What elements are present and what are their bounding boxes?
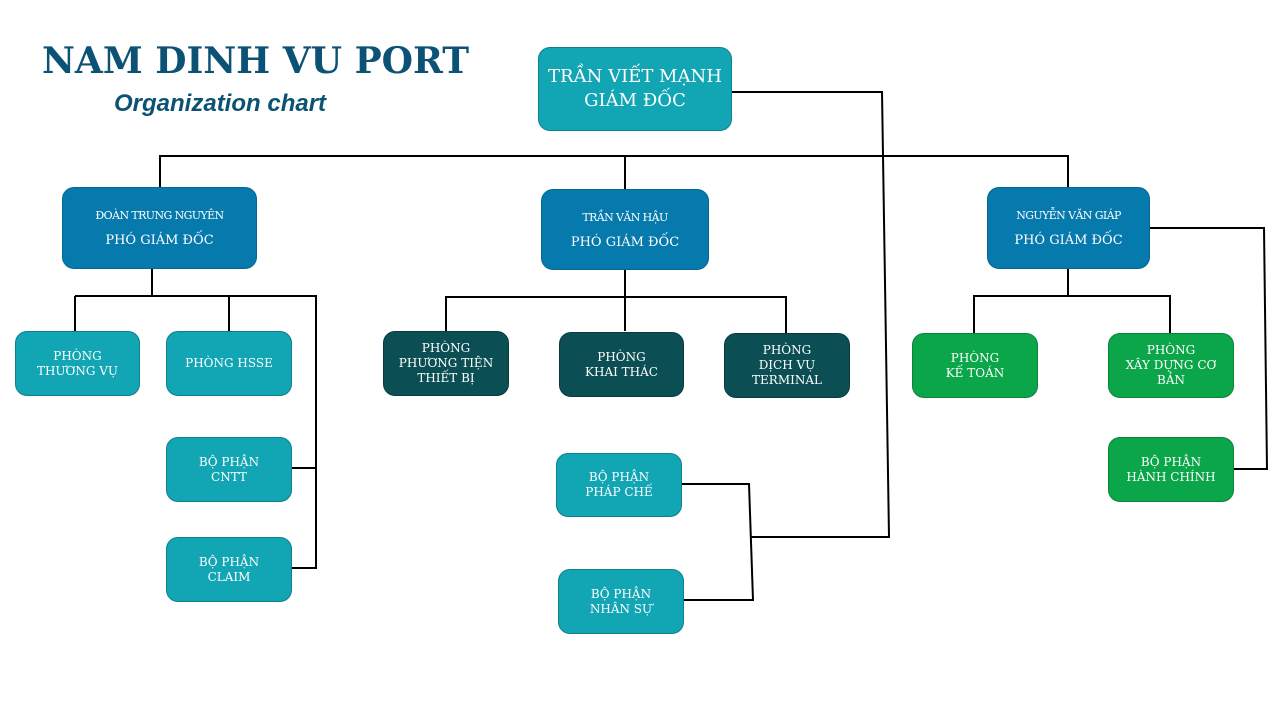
dept-label: XÂY DỰNG CƠ xyxy=(1125,358,1217,372)
dept-hsse: PHÒNG HSSE xyxy=(166,331,292,396)
dept-label: BỘ PHẬN xyxy=(198,554,260,569)
vp-left-name: ĐOÀN TRUNG NGUYÊN xyxy=(95,209,224,222)
dept-label: PHÒNG xyxy=(597,349,646,364)
vp-center-name: TRẦN VĂN HẬU xyxy=(582,210,668,224)
vp-right-name: NGUYỄN VĂN GIÁP xyxy=(1016,209,1121,222)
dept-label: PHÒNG HSSE xyxy=(185,356,273,370)
dept-label: CLAIM xyxy=(207,569,251,584)
chart-title: NAM DINH VU PORT xyxy=(42,40,470,82)
connector-ceo-right xyxy=(732,91,891,538)
ceo-box: TRẦN VIẾT MẠNH GIÁM ĐỐC xyxy=(538,47,732,131)
dept-cntt: BỘ PHẬN CNTT xyxy=(166,437,292,502)
vp-left-role: PHÓ GIÁM ĐỐC xyxy=(105,233,214,248)
dept-nhan-su: BỘ PHẬN NHÂN SỰ xyxy=(558,569,684,634)
dept-ke-toan: PHÒNG KẾ TOÁN xyxy=(912,333,1038,398)
dept-khai-thac: PHÒNG KHAI THÁC xyxy=(559,332,684,397)
dept-label: BỘ PHẬN xyxy=(588,470,650,484)
dept-label: TERMINAL xyxy=(752,373,822,387)
ceo-role: GIÁM ĐỐC xyxy=(584,90,686,111)
dept-label: PHÒNG xyxy=(1146,343,1196,357)
dept-xay-dung: PHÒNG XÂY DỰNG CƠ BẢN xyxy=(1108,333,1234,398)
dept-label: PHÒNG xyxy=(421,341,471,355)
dept-claim: BỘ PHẬN CLAIM xyxy=(166,537,292,602)
dept-phap-che: BỘ PHẬN PHÁP CHẾ xyxy=(556,453,682,517)
dept-label: BỘ PHẬN xyxy=(590,586,652,601)
dept-label: BẢN xyxy=(1157,373,1185,387)
dept-phuong-tien: PHÒNG PHƯƠNG TIỆN THIẾT BỊ xyxy=(383,331,509,396)
dept-label: CNTT xyxy=(211,469,247,484)
chart-subtitle: Organization chart xyxy=(114,90,327,117)
connector-phap-che xyxy=(682,483,755,601)
dept-label: THƯƠNG VỤ xyxy=(36,363,119,378)
dept-dich-vu: PHÒNG DỊCH VỤ TERMINAL xyxy=(724,333,850,398)
connector-right-bus xyxy=(973,295,1171,333)
vp-right-role: PHÓ GIÁM ĐỐC xyxy=(1014,233,1123,248)
connector-left-bus xyxy=(75,295,317,569)
dept-label: PHÒNG xyxy=(762,343,812,357)
dept-label: HÀNH CHÍNH xyxy=(1126,469,1216,484)
connector-top-bus xyxy=(159,155,1069,187)
dept-hanh-chinh: BỘ PHẬN HÀNH CHÍNH xyxy=(1108,437,1234,502)
ceo-name: TRẦN VIẾT MẠNH xyxy=(548,66,722,87)
dept-label: BỘ PHẬN xyxy=(1140,454,1202,469)
dept-label: PHƯƠNG TIỆN xyxy=(398,356,494,370)
dept-label: NHÂN SỰ xyxy=(589,601,653,616)
dept-label: PHÒNG xyxy=(53,348,102,363)
dept-label: PHÁP CHẾ xyxy=(585,485,653,499)
dept-label: KẾ TOÁN xyxy=(945,365,1005,380)
dept-label: BỘ PHẬN xyxy=(198,454,260,469)
dept-thuong-vu: PHÒNG THƯƠNG VỤ xyxy=(15,331,140,396)
dept-label: THIẾT BỊ xyxy=(417,371,475,385)
dept-label: DỊCH VỤ xyxy=(758,358,816,372)
connector-hanh-chinh xyxy=(1150,227,1269,470)
dept-label: PHÒNG xyxy=(950,350,1000,365)
dept-label: KHAI THÁC xyxy=(585,364,658,379)
vp-left-box: ĐOÀN TRUNG NGUYÊN PHÓ GIÁM ĐỐC xyxy=(62,187,257,269)
vp-right-box: NGUYỄN VĂN GIÁP PHÓ GIÁM ĐỐC xyxy=(987,187,1150,269)
vp-center-role: PHÓ GIÁM ĐỐC xyxy=(570,234,680,250)
connector-center-bus xyxy=(445,296,787,333)
vp-center-box: TRẦN VĂN HẬU PHÓ GIÁM ĐỐC xyxy=(541,189,709,270)
